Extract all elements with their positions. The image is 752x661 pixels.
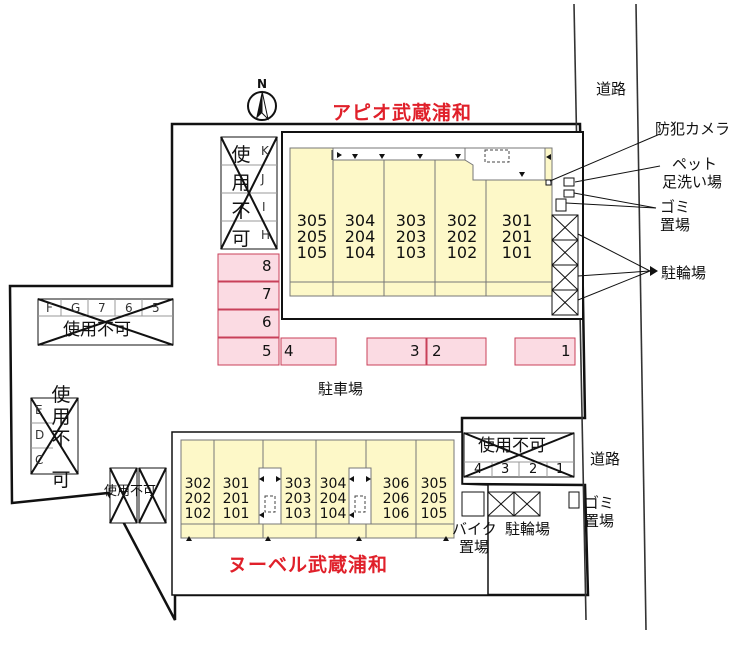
spot-label: 6 [125, 301, 133, 315]
spot-label: E [35, 403, 43, 417]
spot-label: G [71, 301, 81, 315]
unavailable-edc-char: 不 [51, 428, 71, 450]
unavailable-edc-char: 使 [51, 384, 71, 406]
road-label-top: 道路 [596, 80, 627, 98]
pet-wash-label-1: ペット [672, 155, 718, 173]
unavailable-bottom-right-label: 使用不可 [478, 436, 546, 456]
parking-spot-8: 8 [262, 257, 272, 275]
north-compass-icon [247, 90, 277, 121]
spot-label: 3 [501, 462, 510, 477]
parking-spot-2: 2 [432, 342, 442, 360]
garbage-label-top-2: 置場 [660, 216, 691, 234]
spot-label: 1 [556, 462, 565, 477]
bicycle-parking-label-top: 駐輪場 [661, 264, 707, 282]
parking-spot-1: 1 [561, 342, 571, 360]
south-building [180, 439, 455, 539]
spot-label: H [261, 228, 271, 242]
unavailable-khij-char: 不 [231, 200, 251, 222]
unavailable-khij-char: 使 [231, 144, 251, 166]
road-label-mid: 道路 [590, 450, 621, 468]
spot-label: 7 [98, 301, 106, 315]
security-camera-label: 防犯カメラ [655, 120, 731, 138]
unavailable-edc-char: 可 [51, 469, 71, 491]
garbage-label-bottom-1: ゴミ [584, 494, 615, 512]
unavailable-fg-label: 使用不可 [63, 320, 131, 340]
parking-lot-label: 駐車場 [318, 380, 364, 398]
north-building-name: アピオ武蔵浦和 [332, 102, 473, 124]
parking-spot-4: 4 [284, 342, 294, 360]
bike-parking [461, 491, 485, 517]
south-building-name: ヌーベル武蔵浦和 [228, 554, 389, 576]
bike-label-1: バイク [452, 520, 497, 538]
spot-label: D [35, 428, 45, 442]
spot-label: K [261, 144, 269, 158]
unavailable-khij-char: 用 [231, 172, 251, 194]
spot-label: F [46, 301, 53, 315]
spot-label: 2 [529, 462, 538, 477]
unavailable-edc-char: 用 [51, 406, 71, 428]
parking-spot-7: 7 [262, 285, 272, 303]
parking-spot-5: 5 [262, 342, 272, 360]
spot-label: I [262, 200, 266, 214]
garbage-label-bottom-2: 置場 [584, 512, 615, 530]
pet-wash-label-2: 足洗い場 [662, 173, 723, 191]
unavailable-small-label: 使用不可 [104, 484, 157, 499]
garbage-label-top-1: ゴミ [660, 198, 691, 216]
parking-spot-6: 6 [262, 313, 272, 331]
north-label: N [257, 77, 268, 91]
spot-label: C [35, 453, 44, 467]
road-line-right [635, 3, 647, 631]
bicycle-parking-label-bottom: 駐輪場 [505, 520, 551, 538]
unavailable-khij-char: 可 [231, 228, 251, 250]
spot-label: J [261, 172, 265, 186]
bike-label-2: 置場 [459, 538, 490, 556]
parking-spot-3: 3 [410, 342, 420, 360]
spot-label: 4 [474, 462, 483, 477]
spot-label: 5 [152, 301, 160, 315]
